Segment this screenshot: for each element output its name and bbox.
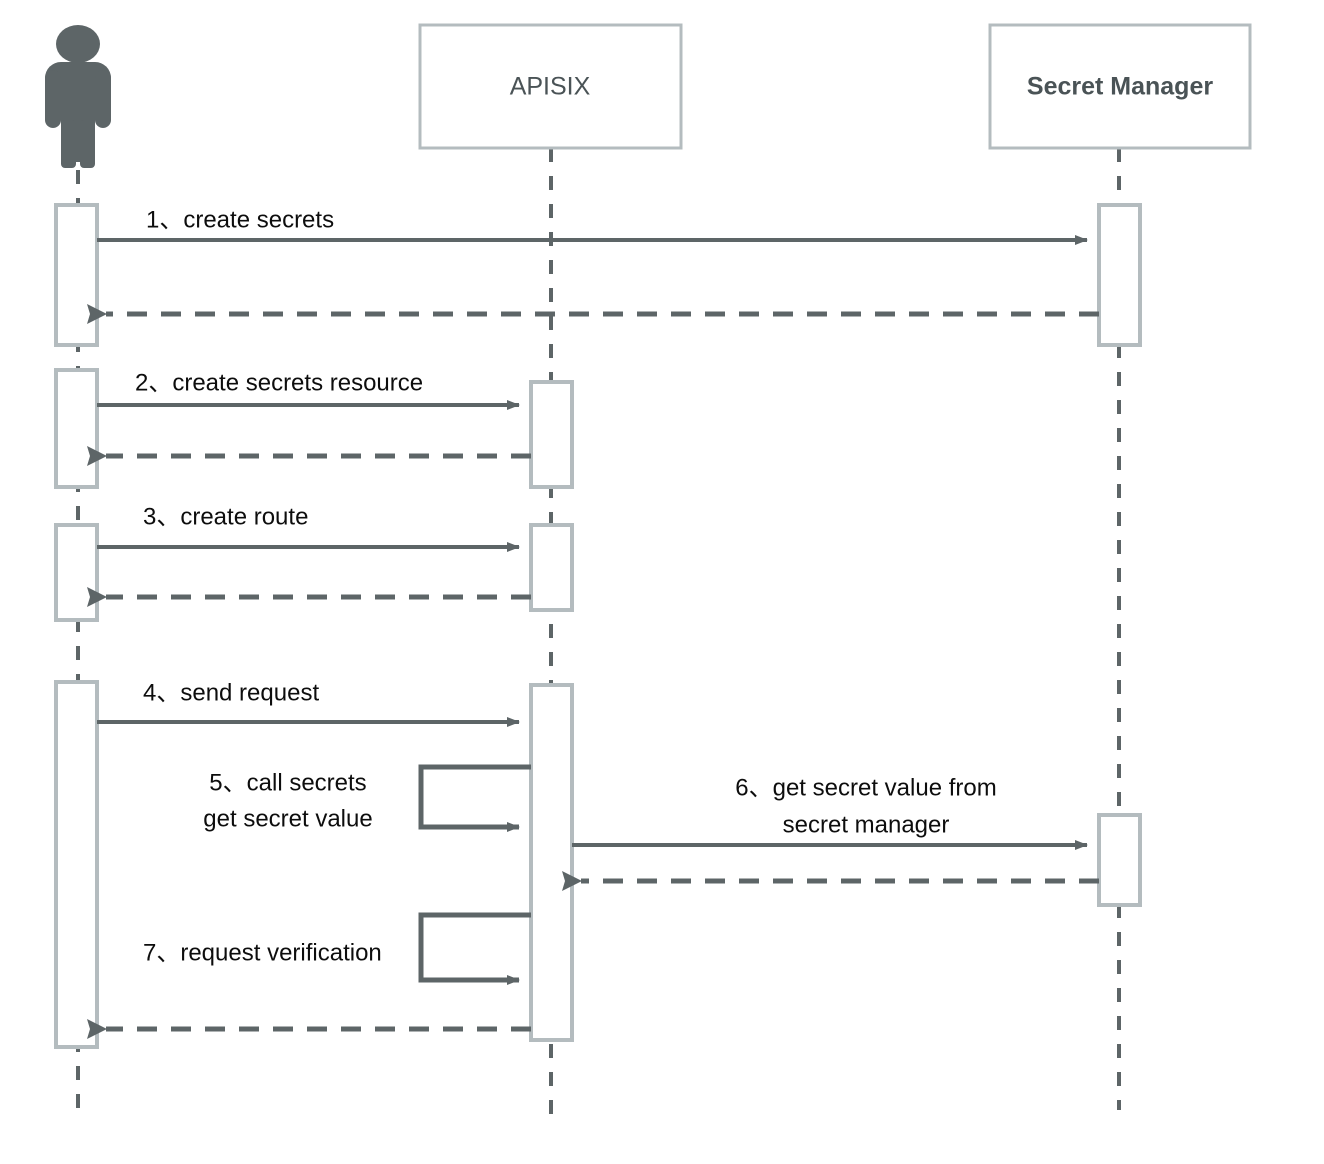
activation-bar-secret-manager-1 (1097, 203, 1142, 347)
lifelines-group (76, 148, 1121, 1128)
message-4-send-request: 4、send request (97, 679, 520, 727)
message-1-create-secrets: 1、create secrets (97, 206, 1088, 245)
activation-bars-group (54, 203, 1142, 1049)
participant-header-secret-manager[interactable]: Secret Manager (988, 23, 1252, 150)
message-7-request-verification-self: 7、request verification (143, 912, 531, 985)
message-label-2: 2、create secrets resource (135, 369, 423, 396)
message-label-7: 7、request verification (143, 939, 382, 966)
activation-bar-actor-4 (54, 680, 99, 1049)
participant-label-apisix: APISIX (510, 73, 591, 101)
participant-header-apisix[interactable]: APISIX (418, 23, 683, 150)
activation-bar-actor-2 (54, 368, 99, 489)
message-label-4: 4、send request (143, 679, 319, 706)
participant-box-apisix[interactable] (418, 23, 683, 150)
activation-bar-apisix-2 (529, 523, 574, 612)
participant-box-secret-manager[interactable] (988, 23, 1252, 150)
self-call-loop-5 (418, 764, 531, 832)
message-3-create-route: 3、create route (97, 503, 520, 552)
actor-stick-figure-icon (45, 25, 111, 168)
activation-bar-apisix-3 (529, 683, 574, 1042)
self-call-loop-7 (418, 912, 531, 985)
message-6-get-secret-value-from-secret-manager: 6、get secret value from secret manager (572, 774, 1088, 850)
message-label-6-line1: 6、get secret value from (735, 774, 996, 801)
message-label-5-line2: get secret value (203, 805, 372, 832)
message-5-call-secrets-self: 5、call secrets get secret value (203, 764, 531, 832)
participant-label-secret-manager: Secret Manager (1027, 73, 1213, 101)
message-label-5-line1: 5、call secrets (209, 769, 366, 796)
activation-bar-secret-manager-2 (1097, 813, 1142, 907)
message-label-3: 3、create route (143, 503, 308, 530)
message-2-create-secrets-resource: 2、create secrets resource (97, 369, 520, 410)
message-label-1: 1、create secrets (146, 206, 334, 233)
activation-bar-apisix-1 (529, 380, 574, 489)
activation-bar-actor-3 (54, 523, 99, 622)
activation-bar-actor-1 (54, 203, 99, 347)
message-label-6-line2: secret manager (783, 811, 950, 838)
